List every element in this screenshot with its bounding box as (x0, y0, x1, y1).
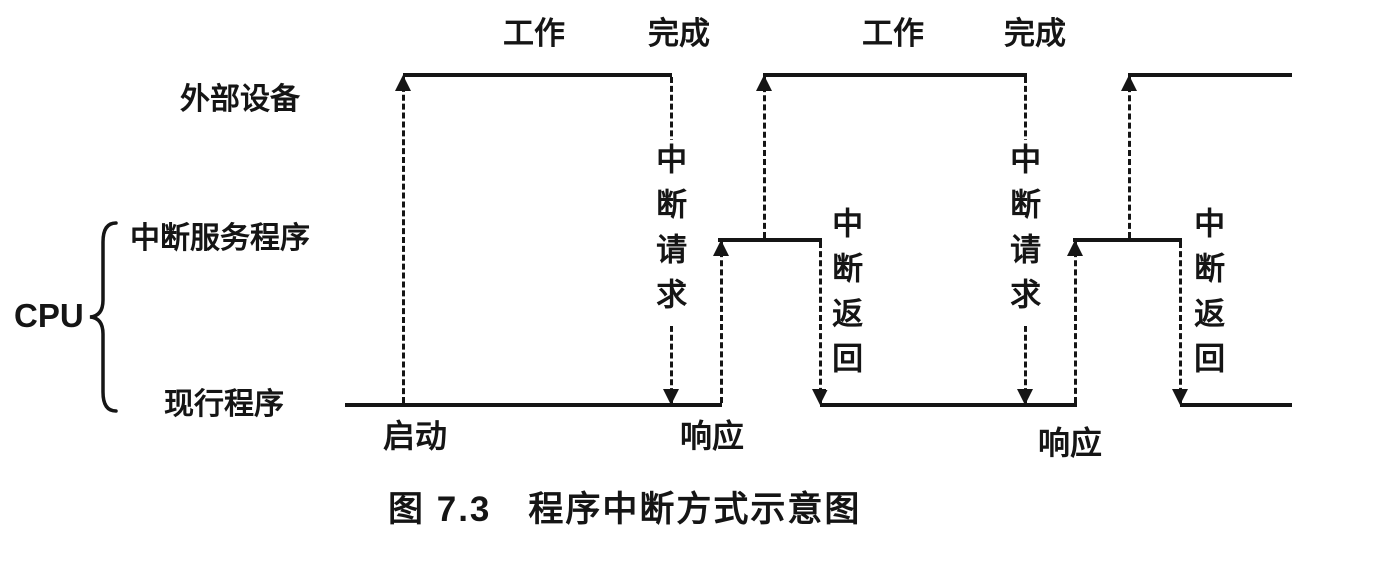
cpu-brace-icon (89, 221, 118, 413)
arrow-shaft (818, 242, 822, 403)
done-label-2: 完成 (1004, 16, 1066, 51)
isr-segment-2 (1073, 238, 1182, 242)
interrupt-request-label-1: 中断请求 (650, 140, 687, 326)
current-program-segment-1 (345, 403, 722, 407)
arrow-down-head-icon (1171, 389, 1188, 405)
arrow-shaft (1127, 77, 1131, 238)
external-device-label: 外部设备 (180, 83, 300, 116)
interrupt-service-routine-label: 中断服务程序 (130, 222, 310, 255)
arrow-shaft (1178, 242, 1182, 403)
respond-label-1: 响应 (680, 418, 745, 454)
cpu-label: CPU (14, 297, 84, 334)
arrow-down-head-icon (811, 389, 828, 405)
arrow-shaft (719, 242, 723, 403)
done-label-1: 完成 (648, 16, 710, 51)
arrow-shaft (762, 77, 766, 238)
current-program-label: 现行程序 (164, 388, 284, 421)
external-device-active-segment-2 (763, 73, 1027, 77)
arrow-up-head-icon (1066, 240, 1083, 256)
external-device-active-segment-1 (403, 73, 672, 77)
arrow-shaft (1073, 242, 1077, 403)
isr-segment-1 (718, 238, 822, 242)
respond-label-2: 响应 (1038, 425, 1103, 461)
work-label-2: 工作 (862, 16, 924, 51)
figure-caption: 图 7.3 程序中断方式示意图 (388, 490, 862, 529)
arrow-up-head-icon (755, 75, 772, 91)
current-program-segment-2 (820, 403, 1077, 407)
current-program-segment-3 (1180, 403, 1292, 407)
arrow-up-head-icon (712, 240, 729, 256)
start-label: 启动 (383, 418, 448, 454)
arrow-down-head-icon (1016, 389, 1033, 405)
arrow-shaft (401, 77, 405, 403)
interrupt-return-label-2: 中断返回 (1188, 204, 1225, 390)
arrow-up-head-icon (1120, 75, 1137, 91)
work-label-1: 工作 (503, 16, 565, 51)
arrow-down-head-icon (662, 389, 679, 405)
arrow-up-head-icon (394, 75, 411, 91)
interrupt-request-label-2: 中断请求 (1004, 140, 1041, 326)
interrupt-return-label-1: 中断返回 (826, 204, 863, 390)
external-device-active-segment-3 (1128, 73, 1292, 77)
